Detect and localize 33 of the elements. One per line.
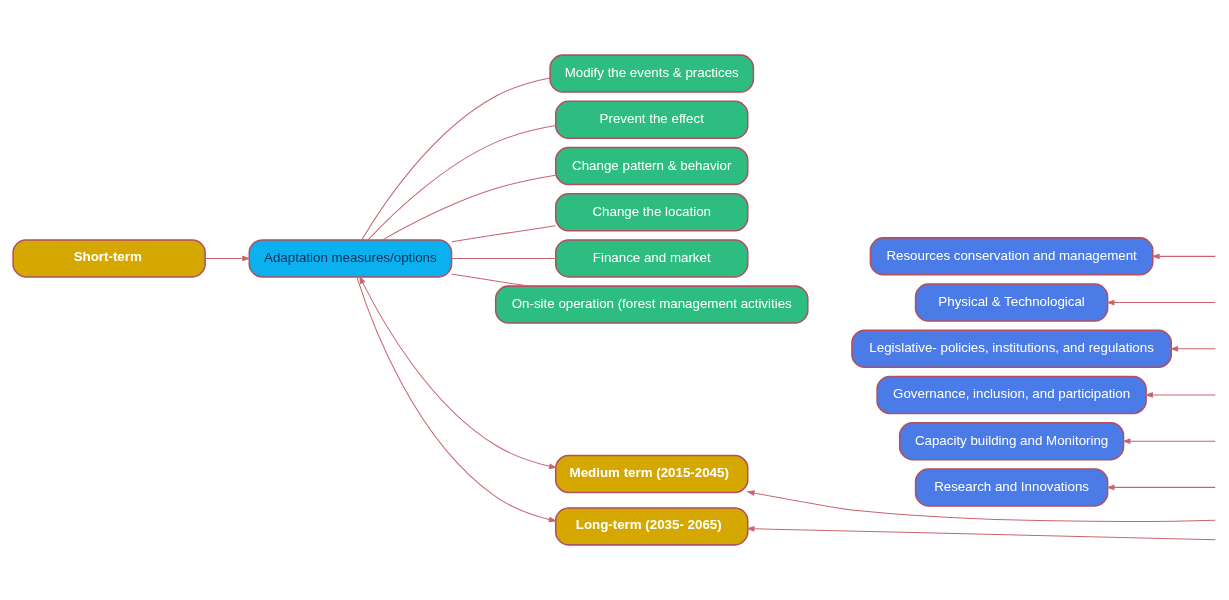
arrow [1105, 299, 1216, 306]
arrow [1105, 484, 1216, 491]
connector [450, 273, 529, 287]
connector [450, 257, 556, 259]
arrow [1150, 253, 1216, 260]
node-box: Finance and market [554, 239, 748, 278]
node-box: On-site operation (forest management activities [494, 285, 809, 324]
node-box: Capacity building and Monitoring [898, 421, 1124, 461]
connector [450, 225, 556, 243]
arrow [204, 255, 250, 262]
node-box: Change pattern & behavior [554, 146, 748, 186]
arrow [1169, 345, 1216, 352]
node-box: Physical & Technological [914, 283, 1108, 322]
arrow [358, 275, 557, 469]
node-box: Medium term (2015-2045) [554, 454, 748, 494]
connector [381, 174, 556, 241]
arrow [745, 525, 1216, 541]
node-box: Legislative- policies, institutions, and regulations [850, 329, 1172, 368]
node-box: Resources conservation and management [869, 237, 1154, 276]
connector [360, 77, 550, 241]
arrow [355, 276, 557, 523]
node-box: Prevent the effect [554, 100, 748, 140]
node-box: Short-term [11, 239, 206, 278]
node-box: Long-term (2035- 2065) [554, 507, 748, 546]
node-box: Adaptation measures/options [248, 239, 452, 278]
node-box: Modify the events & practices [548, 54, 754, 93]
node-box: Research and Innovations [914, 468, 1108, 507]
node-box: Governance, inclusion, and participation [875, 375, 1147, 415]
arrow [1121, 438, 1216, 445]
arrow [745, 490, 1216, 522]
connector [366, 125, 556, 241]
arrow [1144, 392, 1216, 398]
node-box: Change the location [554, 192, 748, 232]
